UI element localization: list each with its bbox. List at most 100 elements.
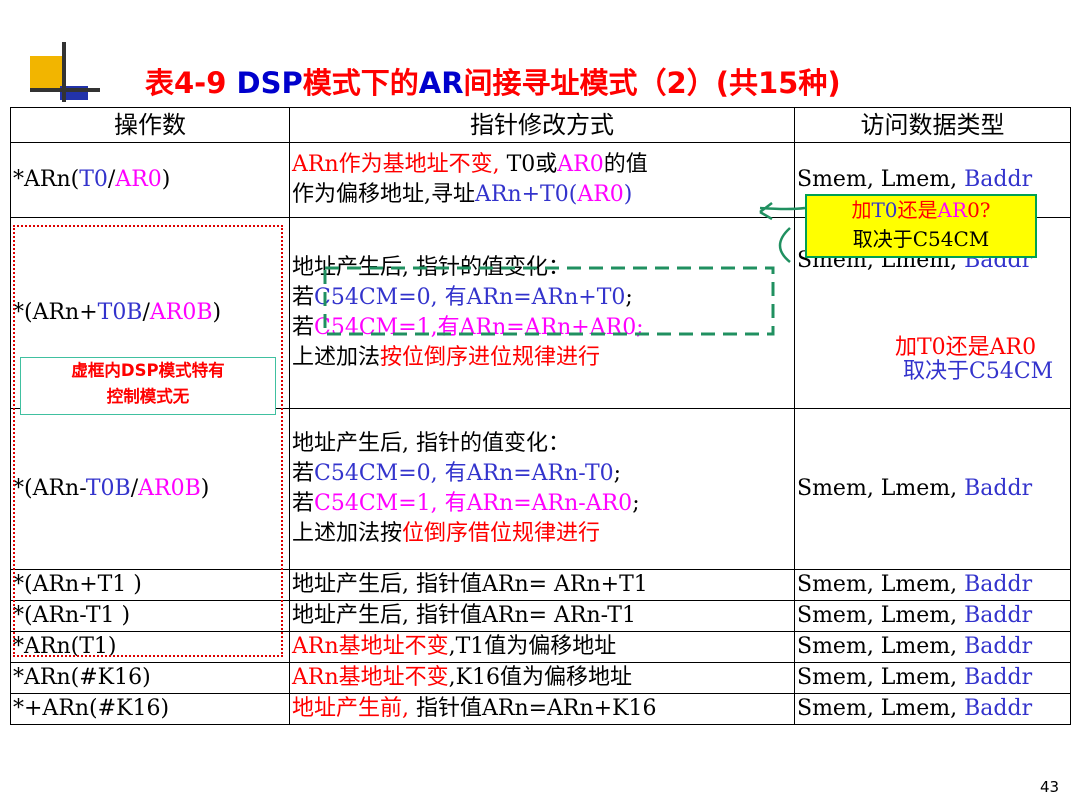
method-text: )	[623, 182, 633, 207]
page-number: 43	[1040, 778, 1060, 796]
header-operand: 操作数	[10, 107, 290, 143]
table-row: *+ARn(#K16) 地址产生前, 指针值ARn=ARn+K16 Smem, …	[10, 693, 1071, 725]
slide-logo	[30, 42, 100, 102]
type-cell: Smem, Lmem, Baddr	[794, 408, 1071, 570]
table-row: *ARn(#K16) ARn基地址不变,K16值为偏移地址 Smem, Lmem…	[10, 662, 1071, 694]
method-text: 上述加法	[292, 345, 381, 370]
type-text: Baddr	[964, 167, 1033, 192]
method-text: C54CM=0, 有ARn=ARn+T0	[314, 285, 626, 310]
type-text: Baddr	[964, 634, 1033, 659]
table-row: *ARn(T1) ARn基地址不变,T1值为偏移地址 Smem, Lmem, B…	[10, 631, 1071, 663]
callout-text: 加	[851, 198, 872, 222]
floating-text-line: 加T0还是AR0	[895, 335, 1037, 360]
method-cell: ARn基地址不变,T1值为偏移地址	[289, 631, 795, 663]
method-text: ;	[632, 491, 640, 516]
operand-text: *(ARn-	[13, 476, 86, 501]
method-text: 上述加法按	[292, 521, 403, 546]
method-text: ARn+T0(	[475, 182, 578, 207]
table-row: *(ARn-T1 ) 地址产生后, 指针值ARn= ARn-T1 Smem, L…	[10, 600, 1071, 632]
type-text: Smem, Lmem,	[797, 476, 965, 501]
operand-text: )	[161, 167, 171, 192]
operand-cell: *ARn(T1)	[10, 631, 290, 663]
note-line: 控制模式无	[106, 387, 190, 406]
table-row: *(ARn-T0B/AR0B) 地址产生后, 指针的值变化： 若C54CM=0,…	[10, 408, 1071, 570]
title-prefix: 表4-9	[145, 66, 227, 100]
method-cell: 地址产生后, 指针值ARn= ARn+T1	[289, 569, 795, 601]
operand-text: /	[107, 167, 116, 192]
callout-text: 还是	[897, 198, 938, 222]
type-text: Baddr	[964, 476, 1033, 501]
method-cell: 地址产生前, 指针值ARn=ARn+K16	[289, 693, 795, 725]
header-method: 指针修改方式	[289, 107, 795, 143]
method-text: 地址产生前,	[292, 696, 409, 721]
type-text: Smem, Lmem,	[797, 603, 965, 628]
c54cm-dashed-box	[323, 266, 775, 336]
title-ar: AR	[418, 66, 464, 100]
operand-text: )	[200, 476, 210, 501]
c54cm-callout: 加T0还是AR0? 取决于C54CM	[805, 194, 1037, 258]
type-text: Smem, Lmem,	[797, 167, 965, 192]
operand-cell: *(ARn-T1 )	[10, 600, 290, 632]
method-text: ARn作为基地址不变,	[292, 152, 500, 177]
type-text: Baddr	[964, 603, 1033, 628]
title-suffix: (共15种)	[715, 66, 841, 100]
operand-text: T0B	[97, 300, 143, 325]
method-text: 的值	[603, 152, 648, 177]
logo-yellow-square	[30, 56, 62, 88]
method-text: 位倒序借位规律进行	[402, 521, 601, 546]
method-text: AR0	[577, 182, 624, 207]
method-text: 若	[292, 491, 315, 516]
type-text: Smem, Lmem,	[797, 696, 965, 721]
type-cell: Smem, Lmem, Baddr	[794, 662, 1071, 694]
method-text: ;	[613, 461, 622, 486]
operand-text: AR0B	[149, 300, 213, 325]
method-text: 若	[292, 315, 315, 340]
operand-text: *(ARn+	[13, 300, 98, 325]
type-text: Baddr	[964, 665, 1033, 690]
floating-text-line: 取决于C54CM	[903, 359, 1054, 384]
method-text: C54CM=1, 有ARn=ARn-AR0	[314, 491, 633, 516]
dsp-only-dotted-box	[13, 225, 283, 657]
operand-text: T0B	[85, 476, 131, 501]
operand-cell: *+ARn(#K16)	[10, 693, 290, 725]
method-text: 按位倒序进位规律进行	[380, 345, 601, 370]
floating-c54cm-text: 加T0还是AR0 取决于C54CM	[895, 336, 1080, 384]
operand-cell: *(ARn+T1 )	[10, 569, 290, 601]
operand-text: )	[212, 300, 222, 325]
title-mid: 模式下的	[302, 66, 419, 100]
method-cell: 地址产生后, 指针的值变化： 若C54CM=0, 有ARn=ARn+T0; 若C…	[289, 217, 795, 409]
method-text: 指针值ARn=ARn+K16	[409, 696, 657, 721]
note-line: 虚框内DSP模式特有	[71, 361, 225, 380]
method-cell: ARn基地址不变,K16值为偏移地址	[289, 662, 795, 694]
method-text: ,T1值为偏移地址	[448, 634, 617, 659]
title-dsp: DSP	[236, 66, 303, 100]
type-text: Baddr	[964, 696, 1033, 721]
operand-text: AR0B	[138, 476, 201, 501]
operand-text: T0	[79, 167, 108, 192]
table-row: *(ARn+T1 ) 地址产生后, 指针值ARn= ARn+T1 Smem, L…	[10, 569, 1071, 601]
method-text: 地址产生后, 指针的值变化：	[292, 431, 570, 456]
method-text: ARn基地址不变	[292, 665, 449, 690]
method-text: 作为偏移地址,寻址	[292, 182, 475, 207]
method-text: T0或	[499, 152, 558, 177]
type-text: Smem, Lmem,	[797, 572, 965, 597]
type-cell: Smem, Lmem, Baddr	[794, 631, 1071, 663]
method-cell: 地址产生后, 指针的值变化： 若C54CM=0, 有ARn=ARn-T0; 若C…	[289, 408, 795, 570]
method-text: ,K16值为偏移地址	[448, 665, 633, 690]
dsp-note-box: 虚框内DSP模式特有 控制模式无	[20, 357, 276, 415]
operand-text: *ARn(	[13, 167, 80, 192]
operand-text: /	[130, 476, 139, 501]
callout-text: 0?	[967, 198, 991, 222]
method-text: ARn基地址不变	[292, 634, 449, 659]
type-cell: Smem, Lmem, Baddr	[794, 600, 1071, 632]
logo-horizontal-bar	[30, 88, 100, 92]
type-cell: Smem, Lmem, Baddr	[794, 693, 1071, 725]
method-text: ;	[625, 285, 633, 310]
logo-vertical-bar	[62, 42, 66, 102]
method-text: 若	[292, 461, 315, 486]
method-text: 若	[292, 285, 315, 310]
operand-text: /	[142, 300, 150, 325]
type-text: Smem, Lmem,	[797, 634, 965, 659]
method-text: AR0	[557, 152, 604, 177]
